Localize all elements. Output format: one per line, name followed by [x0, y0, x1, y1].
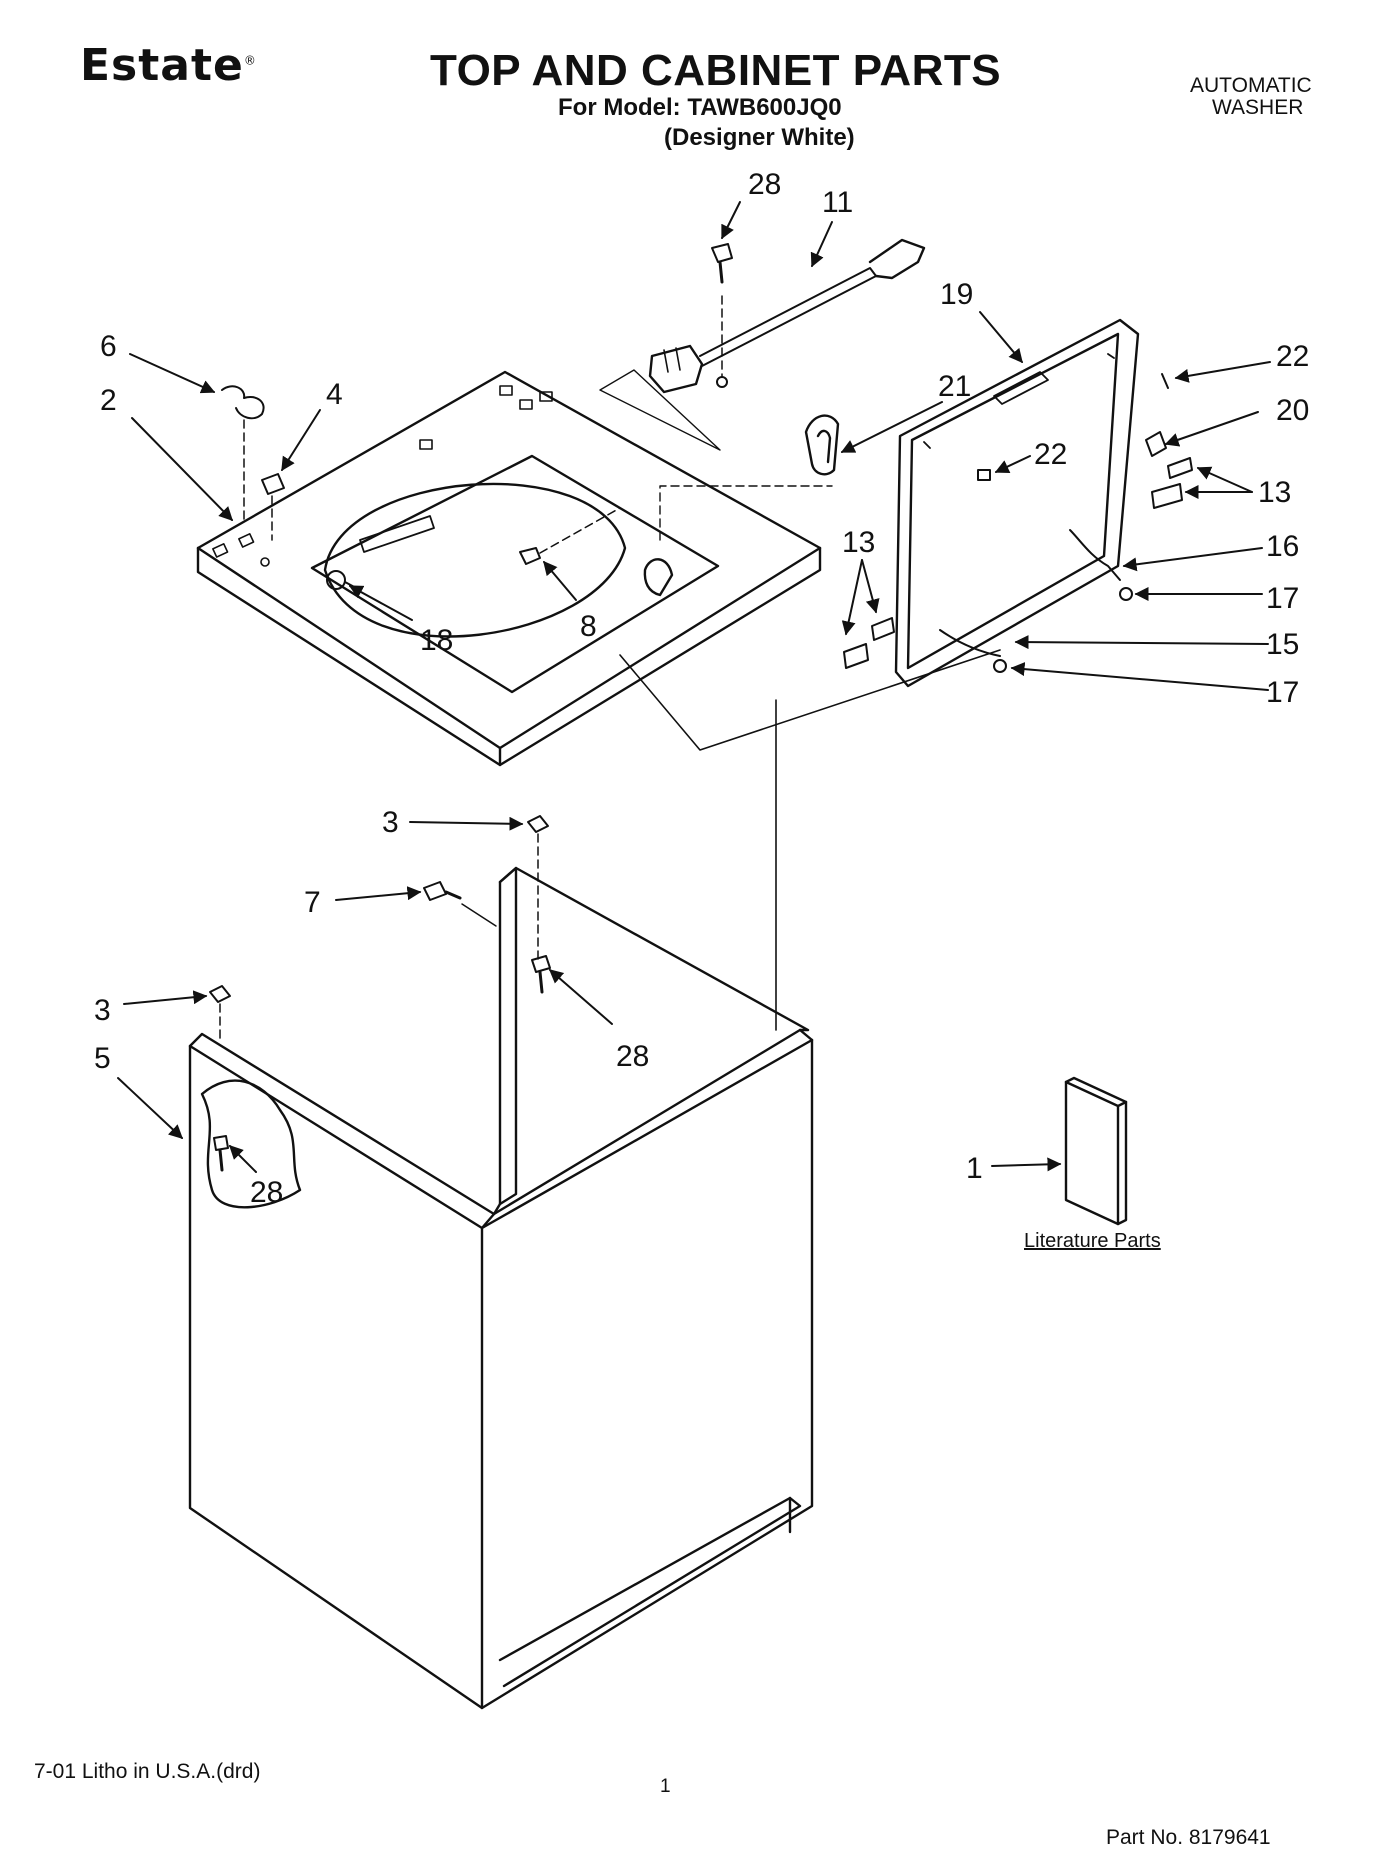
callout-1: 1 — [966, 1152, 983, 1185]
part-15-hinge-rod — [939, 629, 1001, 657]
callout-22-frame: 22 — [1034, 438, 1067, 471]
callout-labels: 28 11 19 22 6 21 20 4 2 22 13 13 16 17 1… — [94, 168, 1309, 1209]
callout-8: 8 — [580, 610, 597, 643]
callout-17-lower: 17 — [1266, 676, 1299, 709]
part-6-hinge-spring — [221, 385, 265, 521]
part-13-hinge-pins — [843, 457, 1193, 669]
product-type-line2: WASHER — [1212, 96, 1304, 119]
callout-2: 2 — [100, 384, 117, 417]
callout-18: 18 — [420, 624, 453, 657]
callout-28: 28 — [748, 168, 781, 201]
part-28-top-screw — [711, 243, 733, 284]
part-19-lid-frame — [894, 318, 1140, 688]
literature-parts-label: Literature Parts — [1024, 1230, 1161, 1252]
part-8-screw — [519, 507, 621, 565]
callout-28-side: 28 — [250, 1176, 283, 1209]
part-11-lid-switch-harness — [599, 238, 926, 451]
litho-note: 7-01 Litho in U.S.A.(drd) — [34, 1760, 261, 1783]
callout-19: 19 — [940, 278, 973, 311]
part-17-plugs — [993, 587, 1133, 673]
part-5-cabinet — [188, 699, 814, 1710]
callout-22: 22 — [1276, 340, 1309, 373]
part-16-hinge-rod — [1069, 529, 1121, 581]
brand-logo: Estate® — [80, 40, 257, 91]
part-22-bumpers — [977, 373, 1169, 481]
callout-13-left: 13 — [842, 526, 875, 559]
washer-top — [196, 370, 1001, 767]
callout-5: 5 — [94, 1042, 111, 1075]
callout-17-upper: 17 — [1266, 582, 1299, 615]
part-7-screw — [423, 881, 497, 927]
page-number: 1 — [660, 1776, 671, 1797]
brand-name: Estate — [80, 40, 244, 91]
part-28-cabinet-screw — [531, 955, 551, 994]
callout-16: 16 — [1266, 530, 1299, 563]
leader-lines — [117, 201, 1271, 1173]
callout-6: 6 — [100, 330, 117, 363]
registered-mark: ® — [243, 53, 257, 68]
part-3-clips — [209, 815, 549, 1041]
page-title: TOP AND CABINET PARTS — [430, 46, 1002, 95]
callout-20: 20 — [1276, 394, 1309, 427]
part-4-clip — [261, 473, 285, 541]
callout-15: 15 — [1266, 628, 1299, 661]
part-number: Part No. 8179641 — [1106, 1826, 1271, 1849]
callout-3-cabinet: 3 — [94, 994, 111, 1027]
callout-28-cabinet: 28 — [616, 1040, 649, 1073]
callout-4: 4 — [326, 378, 343, 411]
part-21-lid-handle — [659, 414, 840, 541]
callout-13-right: 13 — [1258, 476, 1291, 509]
model-variant: (Designer White) — [664, 124, 855, 151]
callout-7: 7 — [304, 886, 321, 919]
part-1-literature — [1064, 1076, 1128, 1226]
callout-11: 11 — [822, 186, 853, 219]
callout-3-top: 3 — [382, 806, 399, 839]
model-line: For Model: TAWB600JQ0 — [558, 94, 842, 121]
callout-21: 21 — [938, 370, 971, 403]
product-type-line1: AUTOMATIC — [1190, 74, 1312, 97]
part-20-bracket — [1145, 431, 1167, 457]
